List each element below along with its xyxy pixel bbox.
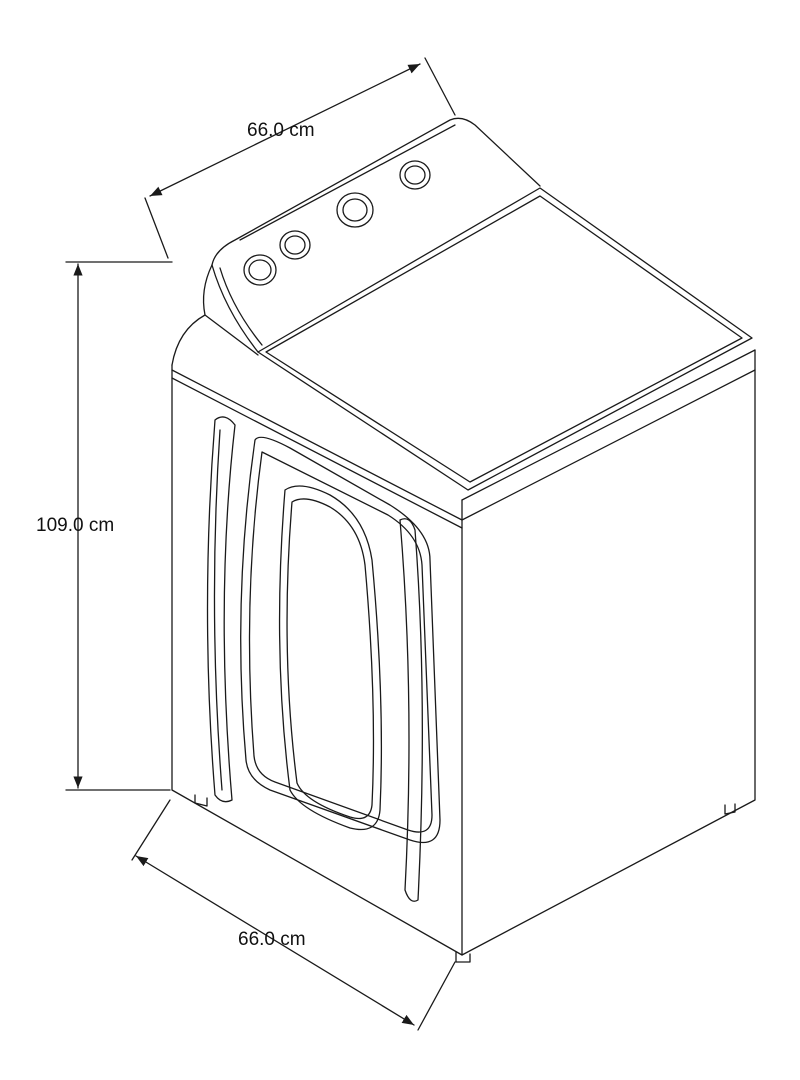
front-panel-design: [206, 416, 441, 902]
knob-3[interactable]: [336, 192, 374, 228]
height-label: 109.0 cm: [36, 515, 115, 536]
depth-dimension: [144, 57, 456, 259]
control-console: [211, 117, 541, 353]
machine-body: [171, 264, 756, 963]
depth-label: 66.0 cm: [247, 120, 315, 141]
height-dimension: [65, 261, 173, 791]
knob-1[interactable]: [243, 254, 277, 286]
lid: [257, 187, 753, 491]
knob-4[interactable]: [399, 160, 431, 190]
width-label: 66.0 cm: [238, 929, 306, 950]
knob-2[interactable]: [279, 230, 311, 260]
width-dimension: [131, 799, 456, 1031]
